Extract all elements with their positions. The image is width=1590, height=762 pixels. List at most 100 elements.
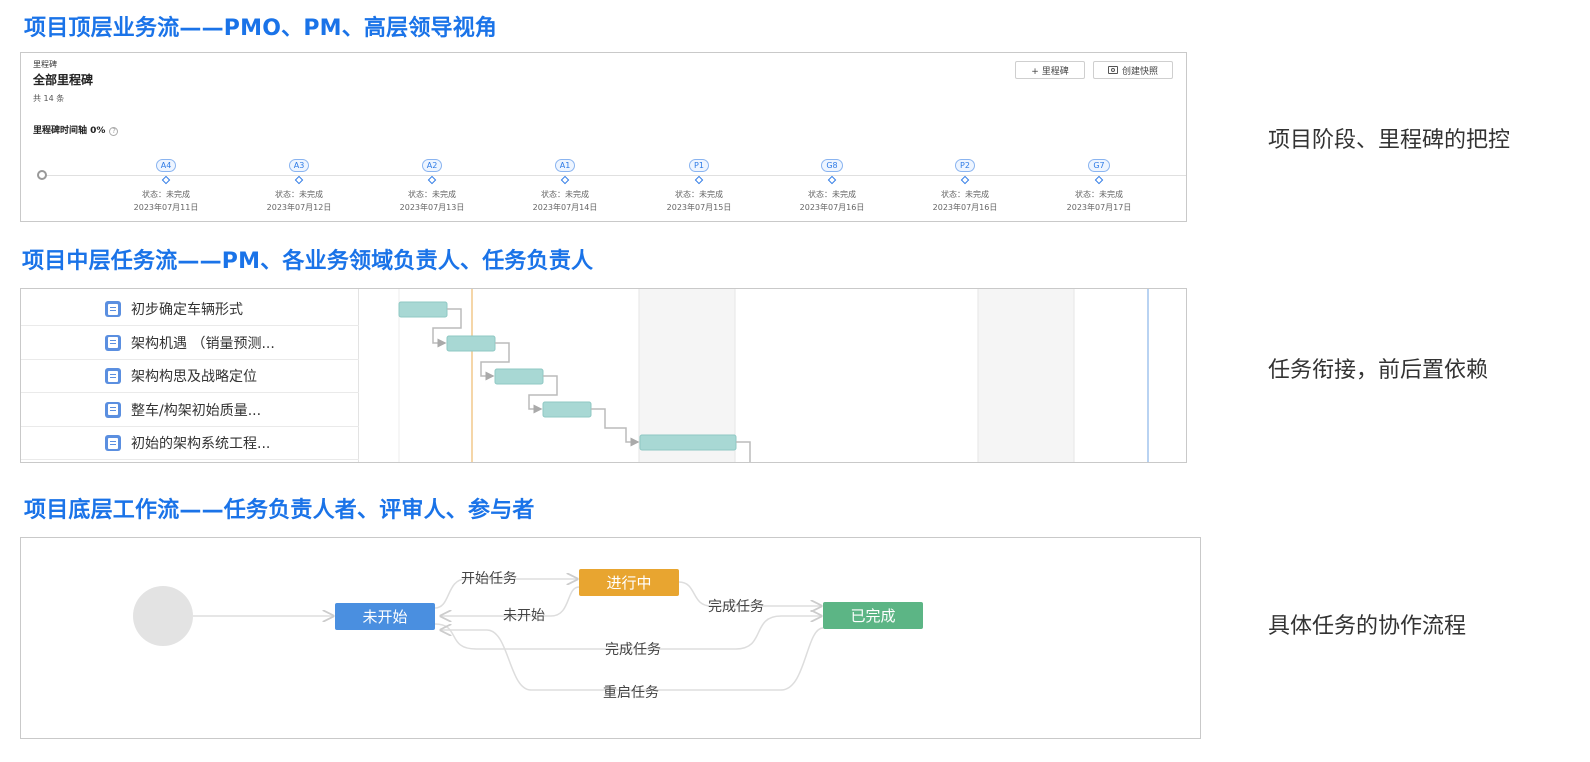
- gantt-svg: [398, 289, 1149, 462]
- state-in-progress-box[interactable]: [579, 569, 679, 596]
- section-title-bottom: 项目底层工作流——任务负责人者、评审人、参与者: [24, 498, 535, 523]
- clipboard-icon: [105, 334, 121, 351]
- milestone-axis-label: 里程碑时间轴 0%?: [33, 123, 119, 136]
- create-snapshot-button[interactable]: 创建快照: [1093, 61, 1173, 79]
- milestone-date: 2023年07月13日: [399, 203, 465, 212]
- gantt-dependency-arrow: [432, 308, 462, 348]
- milestone-tag[interactable]: G7: [1088, 159, 1110, 172]
- milestone-date: 2023年07月12日: [266, 203, 332, 212]
- milestone-diamond-icon[interactable]: [694, 175, 704, 185]
- state-not-started-label: 未开始: [362, 608, 407, 626]
- gantt-bar[interactable]: [542, 401, 592, 418]
- label-complete-from-progress: 完成任务: [708, 599, 764, 615]
- milestone-date: 2023年07月16日: [799, 203, 865, 212]
- gantt-task-row[interactable]: 整车/构架初始质量...: [21, 394, 359, 427]
- timeline-start-marker: [37, 170, 47, 180]
- milestone-node[interactable]: P1 状态：未完成 2023年07月15日: [639, 153, 759, 213]
- milestone-tag[interactable]: A1: [554, 159, 576, 172]
- milestone-tag[interactable]: A3: [288, 159, 310, 172]
- milestone-node[interactable]: G7 状态：未完成 2023年07月17日: [1039, 153, 1159, 213]
- state-not-started-box[interactable]: [335, 603, 435, 630]
- milestone-diamond-icon[interactable]: [427, 175, 437, 185]
- milestone-date: 2023年07月17日: [1066, 203, 1132, 212]
- state-in-progress[interactable]: 进行中: [579, 569, 679, 596]
- milestone-date: 2023年07月14日: [532, 203, 598, 212]
- note-middle: 任务衔接，前后置依赖: [1268, 358, 1489, 383]
- gantt-bar[interactable]: [639, 434, 737, 451]
- section-title-middle: 项目中层任务流——PM、各业务领域负责人、任务负责人: [22, 249, 594, 274]
- edge-start-task: [434, 579, 577, 609]
- label-back-to-not-started: 未开始: [503, 608, 545, 624]
- milestone-count: 共 14 条: [33, 94, 65, 103]
- milestone-status: 状态：未完成: [808, 190, 856, 199]
- gantt-task-list: 初步确定车辆形式架构机遇 （销量预测... 架构构思及战略定位整车/构架初始质量.…: [21, 289, 359, 462]
- milestone-status: 状态：未完成: [408, 190, 456, 199]
- gantt-dependency-arrow: [736, 441, 751, 462]
- milestone-small-label: 里程碑: [33, 60, 57, 69]
- workflow-start-node: [133, 586, 193, 646]
- gantt-bar[interactable]: [494, 368, 544, 385]
- milestone-title: 全部里程碑: [33, 73, 94, 87]
- milestone-tag[interactable]: A2: [421, 159, 443, 172]
- milestone-node[interactable]: A3 状态：未完成 2023年07月12日: [239, 153, 359, 213]
- gantt-bar[interactable]: [446, 335, 496, 352]
- gantt-panel: 初步确定车辆形式架构机遇 （销量预测... 架构构思及战略定位整车/构架初始质量.…: [20, 288, 1187, 463]
- gantt-task-row[interactable]: 架构机遇 （销量预测...: [21, 327, 359, 360]
- gantt-task-label: 整车/构架初始质量...: [131, 402, 262, 419]
- state-not-started[interactable]: 未开始: [335, 603, 435, 630]
- milestone-diamond-icon[interactable]: [294, 175, 304, 185]
- milestone-node[interactable]: G8 状态：未完成 2023年07月16日: [772, 153, 892, 213]
- label-complete-direct: 完成任务: [605, 642, 661, 658]
- gantt-weekend-shade: [978, 289, 1074, 462]
- milestone-tag[interactable]: P2: [955, 159, 975, 172]
- milestone-panel: 里程碑 全部里程碑 共 14 条 + 里程碑 创建快照 里程碑时间轴 0%? A…: [20, 52, 1187, 222]
- label-restart-task: 重启任务: [603, 685, 659, 701]
- milestone-status: 状态：未完成: [541, 190, 589, 199]
- gantt-dependency-arrow: [591, 408, 640, 447]
- edge-complete-from-progress: [678, 581, 821, 606]
- milestone-node[interactable]: A1 状态：未完成 2023年07月14日: [505, 153, 625, 213]
- gantt-task-label: 初始的架构系统工程...: [131, 436, 271, 452]
- milestone-tag[interactable]: P1: [689, 159, 709, 172]
- state-done-box[interactable]: [823, 602, 923, 629]
- milestone-node[interactable]: P2 状态：未完成 2023年07月16日: [905, 153, 1025, 213]
- milestone-tag[interactable]: A4: [155, 159, 177, 172]
- milestone-diamond-icon[interactable]: [560, 175, 570, 185]
- milestone-status: 状态：未完成: [941, 190, 989, 199]
- gantt-task-label: 架构机遇 （销量预测...: [131, 335, 275, 352]
- gantt-bars: [398, 301, 751, 462]
- edge-restart-task: [441, 628, 824, 691]
- workflow-diagram: 开始任务 未开始 完成任务 完成任务 重启任务 未开始 进行中 已完成: [133, 569, 923, 701]
- milestone-node[interactable]: A2 状态：未完成 2023年07月13日: [372, 153, 492, 213]
- state-done[interactable]: 已完成: [823, 602, 923, 629]
- milestone-axis-text: 里程碑时间轴 0%: [33, 126, 106, 136]
- add-milestone-label: + 里程碑: [1031, 66, 1069, 77]
- clipboard-icon: [105, 368, 121, 384]
- label-start-task: 开始任务: [461, 571, 517, 587]
- state-in-progress-label: 进行中: [606, 574, 651, 592]
- section-title-top: 项目顶层业务流——PMO、PM、高层领导视角: [24, 16, 498, 41]
- gantt-task-row[interactable]: 架构构思及战略定位: [21, 360, 359, 393]
- gantt-dependency-arrow: [528, 375, 558, 414]
- milestone-status: 状态：未完成: [142, 190, 190, 199]
- gantt-task-row[interactable]: 初始的架构系统工程...: [21, 427, 359, 460]
- milestone-tag[interactable]: G8: [821, 159, 843, 172]
- clipboard-icon: [105, 301, 121, 317]
- help-icon[interactable]: ?: [109, 127, 119, 136]
- milestone-status: 状态：未完成: [1075, 190, 1123, 199]
- milestone-diamond-icon[interactable]: [827, 175, 837, 185]
- note-top: 项目阶段、里程碑的把控: [1268, 128, 1511, 153]
- gantt-task-row[interactable]: 初步确定车辆形式: [21, 293, 359, 326]
- state-done-label: 已完成: [850, 607, 895, 625]
- milestone-status: 状态：未完成: [275, 190, 323, 199]
- milestone-diamond-icon[interactable]: [960, 175, 970, 185]
- milestone-diamond-icon[interactable]: [1094, 175, 1104, 185]
- milestone-diamond-icon[interactable]: [161, 175, 171, 185]
- milestone-status: 状态：未完成: [675, 190, 723, 199]
- gantt-task-label: 初步确定车辆形式: [131, 302, 243, 318]
- add-milestone-button[interactable]: + 里程碑: [1015, 61, 1085, 79]
- milestone-date: 2023年07月16日: [932, 203, 998, 212]
- gantt-bar[interactable]: [398, 301, 448, 318]
- milestone-date: 2023年07月15日: [666, 203, 732, 212]
